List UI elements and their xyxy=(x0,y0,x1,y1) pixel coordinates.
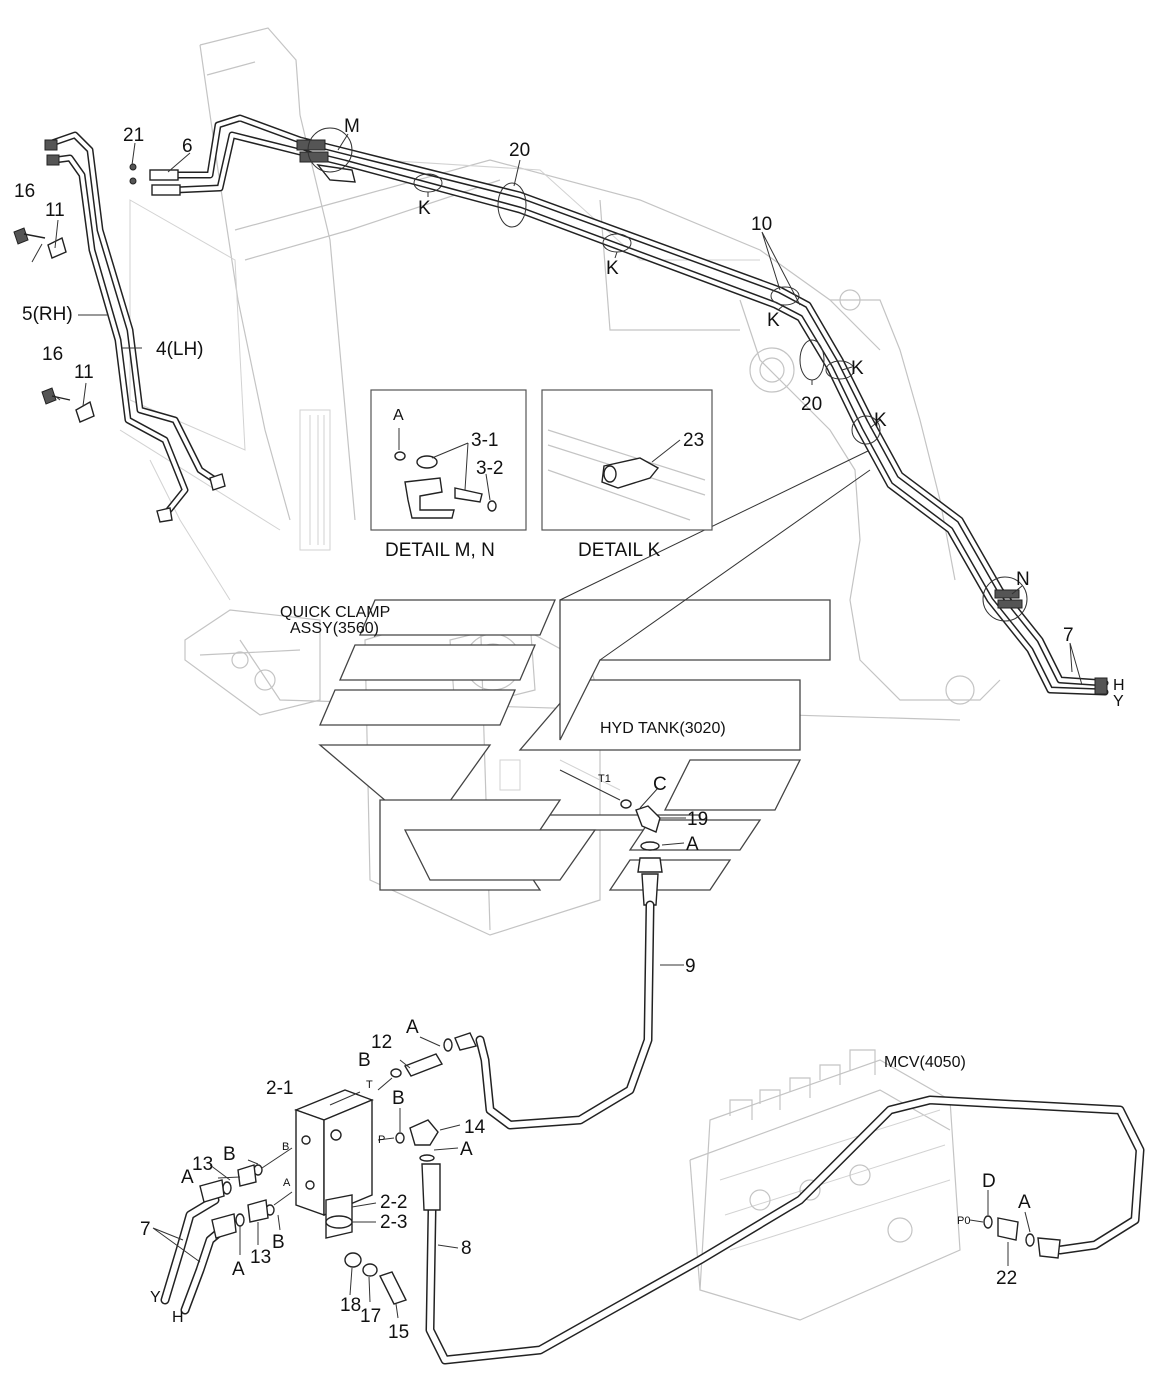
label-p-port: P xyxy=(378,1134,385,1146)
mcv-label: MCV(4050) xyxy=(884,1054,966,1071)
label-16-top: 16 xyxy=(14,181,35,202)
label-13-bottom: 13 xyxy=(250,1247,271,1268)
clamp-16-11-upper xyxy=(13,227,67,259)
label-m: M xyxy=(344,116,360,137)
label-12: 12 xyxy=(371,1032,392,1053)
detail-mn-a: A xyxy=(393,407,404,424)
label-19: 19 xyxy=(687,809,708,830)
k-clamp-markers xyxy=(307,127,1028,622)
hose-8 xyxy=(425,1095,1145,1365)
pipe-left-rh-lh xyxy=(48,131,219,519)
label-h-bottom: H xyxy=(172,1309,184,1326)
mcv-outline xyxy=(689,1049,961,1321)
label-h-top: H xyxy=(1113,677,1125,694)
detail-mn-3-2: 3-2 xyxy=(476,458,503,479)
label-4-lh: 4(LH) xyxy=(156,339,204,360)
hose-9 xyxy=(475,900,684,1130)
label-b-p: B xyxy=(392,1088,405,1109)
valve-block-2-1 xyxy=(294,1089,377,1239)
label-6: 6 xyxy=(182,136,193,157)
label-22: 22 xyxy=(996,1268,1017,1289)
label-15: 15 xyxy=(388,1322,409,1343)
detail-k-box xyxy=(541,389,713,531)
label-a-port: A xyxy=(283,1177,291,1189)
label-2-1: 2-1 xyxy=(266,1078,293,1099)
label-a-13-bottom: A xyxy=(232,1259,245,1280)
label-21: 21 xyxy=(123,125,144,146)
label-5-rh: 5(RH) xyxy=(22,304,73,325)
clamp-16-11-lower xyxy=(41,387,95,423)
hoses-7-bottom xyxy=(152,1195,233,1315)
label-7-bottom: 7 xyxy=(140,1219,151,1240)
label-a-14: A xyxy=(460,1139,473,1160)
label-k-1: K xyxy=(418,198,431,219)
label-y-top: Y xyxy=(1113,693,1124,710)
label-20-mid: 20 xyxy=(801,394,822,415)
quick-clamp-label-2: ASSY(3560) xyxy=(290,620,379,637)
label-k-2: K xyxy=(606,258,619,279)
label-8: 8 xyxy=(461,1238,472,1259)
detail-mn-box xyxy=(370,389,527,531)
label-y-bottom: Y xyxy=(150,1289,161,1306)
detail-k-23: 23 xyxy=(683,430,704,451)
label-n: N xyxy=(1016,569,1030,590)
label-k-4: K xyxy=(851,358,864,379)
label-a-12: A xyxy=(406,1017,419,1038)
hyd-tank-label: HYD TANK(3020) xyxy=(600,720,726,737)
pipe-fittings-top xyxy=(44,139,1108,695)
label-b-port: B xyxy=(282,1141,289,1153)
label-11-mid: 11 xyxy=(74,362,94,383)
label-18: 18 xyxy=(340,1295,361,1316)
label-9: 9 xyxy=(685,956,696,977)
tank-return-fittings xyxy=(559,769,686,906)
label-10: 10 xyxy=(751,214,772,235)
detail-mn-3-1: 3-1 xyxy=(471,430,498,451)
label-k-5: K xyxy=(874,410,887,431)
label-a-mcv: A xyxy=(1018,1192,1031,1213)
detail-k-caption: DETAIL K xyxy=(578,540,661,561)
detail-mn-caption: DETAIL M, N xyxy=(385,540,495,561)
label-t-port: T xyxy=(366,1079,373,1091)
label-a-tank: A xyxy=(686,834,699,855)
label-17: 17 xyxy=(360,1306,381,1327)
label-7-top: 7 xyxy=(1063,625,1074,646)
leader-lines-top xyxy=(31,133,1083,686)
label-t1: T1 xyxy=(598,773,611,785)
label-p0: P0 xyxy=(957,1215,970,1227)
part-labels: 21 6 M 20 K K 16 11 5(RH) 4(LH) 16 11 10… xyxy=(14,116,1125,1343)
label-k-3: K xyxy=(767,310,780,331)
label-b-13-bottom: B xyxy=(272,1232,285,1253)
label-b-t: B xyxy=(358,1050,371,1071)
label-13-top: 13 xyxy=(192,1154,213,1175)
label-11-top: 11 xyxy=(45,200,65,221)
label-b-13-top: B xyxy=(223,1144,236,1165)
tank-exploded-chevrons xyxy=(318,449,871,891)
quick-clamp-label-1: QUICK CLAMP xyxy=(280,604,390,621)
label-14: 14 xyxy=(464,1117,486,1138)
label-16-mid: 16 xyxy=(42,344,63,365)
label-2-3: 2-3 xyxy=(380,1212,407,1233)
label-20-top: 20 xyxy=(509,140,530,161)
label-a-13-top: A xyxy=(181,1167,194,1188)
label-2-2: 2-2 xyxy=(380,1192,407,1213)
label-c: C xyxy=(653,774,667,795)
label-d: D xyxy=(982,1171,996,1192)
valve-block-fittings xyxy=(199,1032,1061,1319)
